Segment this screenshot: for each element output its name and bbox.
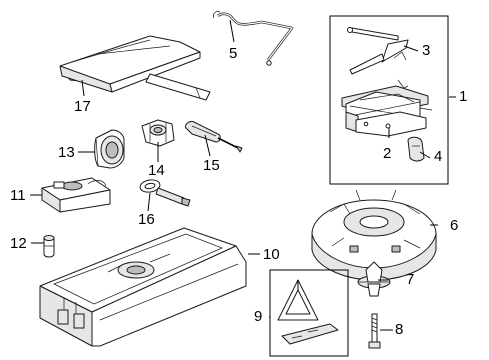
- part-3-wrench: [347, 27, 409, 75]
- part-5-jack-handle: [213, 11, 294, 66]
- part-13-socket: [94, 129, 125, 169]
- part-2-scissor-jack: [341, 79, 433, 137]
- part-17-tool-bag: [59, 35, 211, 101]
- callout-13: 13: [58, 144, 75, 161]
- callout-5: 5: [229, 45, 238, 62]
- callout-3: 3: [422, 42, 431, 59]
- callout-15: 15: [203, 157, 220, 174]
- jack-kit-group-box: [329, 15, 449, 185]
- callout-16: 16: [138, 211, 155, 228]
- part-4-jack-pad: [407, 136, 425, 162]
- callout-8: 8: [395, 321, 404, 338]
- part-16-tow-hook: [139, 179, 191, 207]
- callout-4: 4: [434, 148, 443, 165]
- callout-7: 7: [406, 271, 415, 288]
- part-11-inflator-kit: [41, 177, 111, 213]
- callout-12: 12: [10, 235, 27, 252]
- callout-14: 14: [148, 162, 165, 179]
- callout-6: 6: [450, 217, 459, 234]
- part-7-wing-nut: [357, 261, 391, 297]
- part-8-bolt: [368, 313, 381, 349]
- part-15-screwdriver: [185, 121, 243, 153]
- callout-2: 2: [383, 145, 392, 162]
- callout-1: 1: [459, 88, 468, 105]
- part-9-warning-triangle: [277, 279, 339, 345]
- part-10-storage-tray: [39, 227, 247, 347]
- callout-11: 11: [10, 187, 26, 204]
- callout-10: 10: [263, 246, 280, 263]
- leader-lines: [30, 19, 456, 331]
- callout-17: 17: [74, 98, 91, 115]
- part-14-lug-socket: [141, 119, 175, 147]
- warning-triangle-box: [269, 269, 349, 357]
- part-12-valve: [43, 235, 55, 258]
- callout-9: 9: [254, 308, 263, 325]
